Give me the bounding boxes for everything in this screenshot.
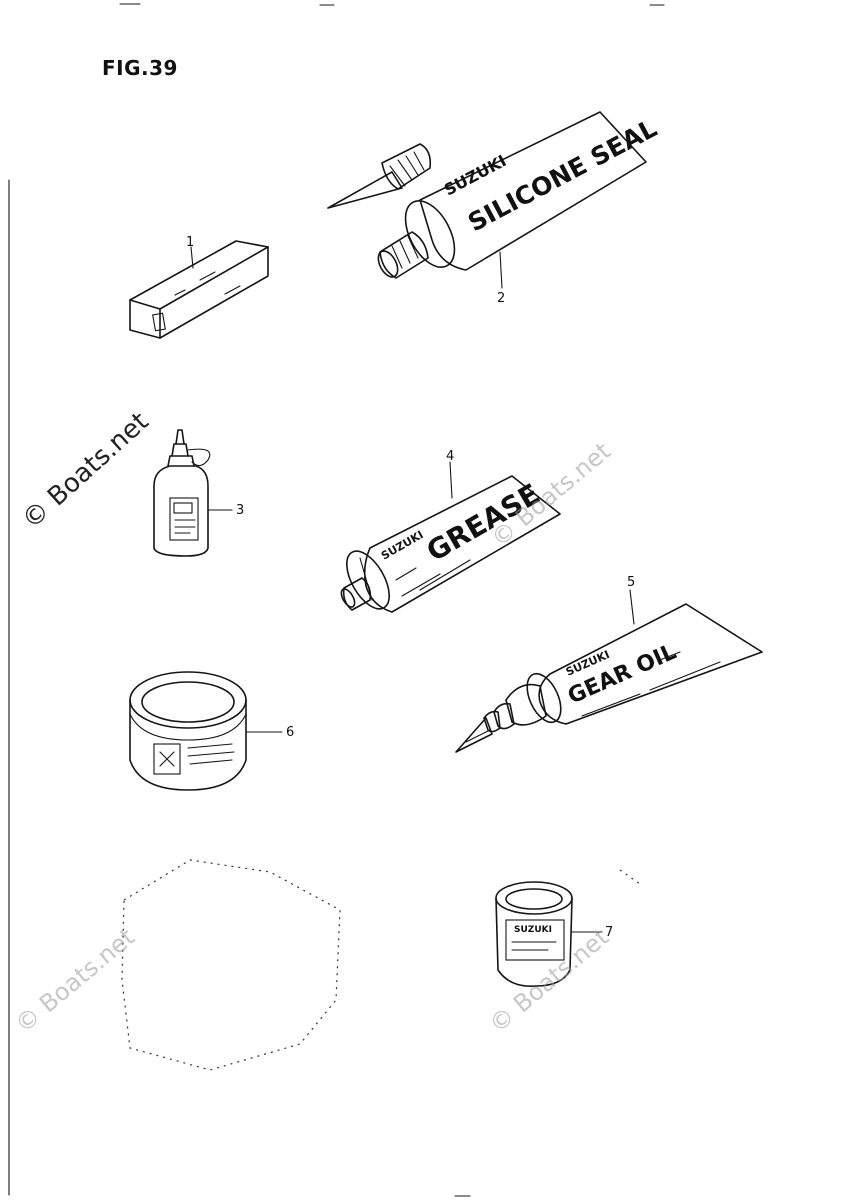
callout-6: 6 <box>286 725 294 740</box>
tube5-name-text: GEAR OIL <box>564 640 680 710</box>
callout-7: 7 <box>605 925 613 940</box>
part-6-wide-tin[interactable] <box>129 671 247 791</box>
part-2-silicone-seal-tube[interactable]: SUZUKI SILICONE SEAL <box>327 111 662 280</box>
part-5-gear-oil-tube[interactable]: SUZUKI GEAR OIL <box>455 603 763 753</box>
leader-4 <box>449 461 453 499</box>
callout-5: 5 <box>627 575 635 590</box>
callout-1: 1 <box>186 235 194 250</box>
figure-title: FIG.39 <box>102 56 178 80</box>
part-1-sealant-stick[interactable] <box>129 240 269 339</box>
leader-5 <box>629 589 635 625</box>
part-3-oil-bottle[interactable] <box>153 429 211 557</box>
callout-4: 4 <box>446 449 454 464</box>
callout-2: 2 <box>497 291 505 306</box>
leader-2 <box>499 251 503 289</box>
faint-mark <box>619 869 641 885</box>
tube4-brand-text: SUZUKI <box>379 528 426 562</box>
faint-dotted-outline <box>121 859 341 1071</box>
leader-1 <box>190 246 194 269</box>
callout-3: 3 <box>236 503 244 518</box>
watermark-bottom-right: © Boats.net <box>484 923 614 1039</box>
watermark-bottom-left: © Boats.net <box>10 923 140 1039</box>
can7-brand-text: SUZUKI <box>514 925 552 935</box>
scan-edge-marks <box>8 3 665 1197</box>
part-7-small-can[interactable]: SUZUKI <box>495 881 573 987</box>
watermark-main: © Boats.net <box>17 407 155 535</box>
